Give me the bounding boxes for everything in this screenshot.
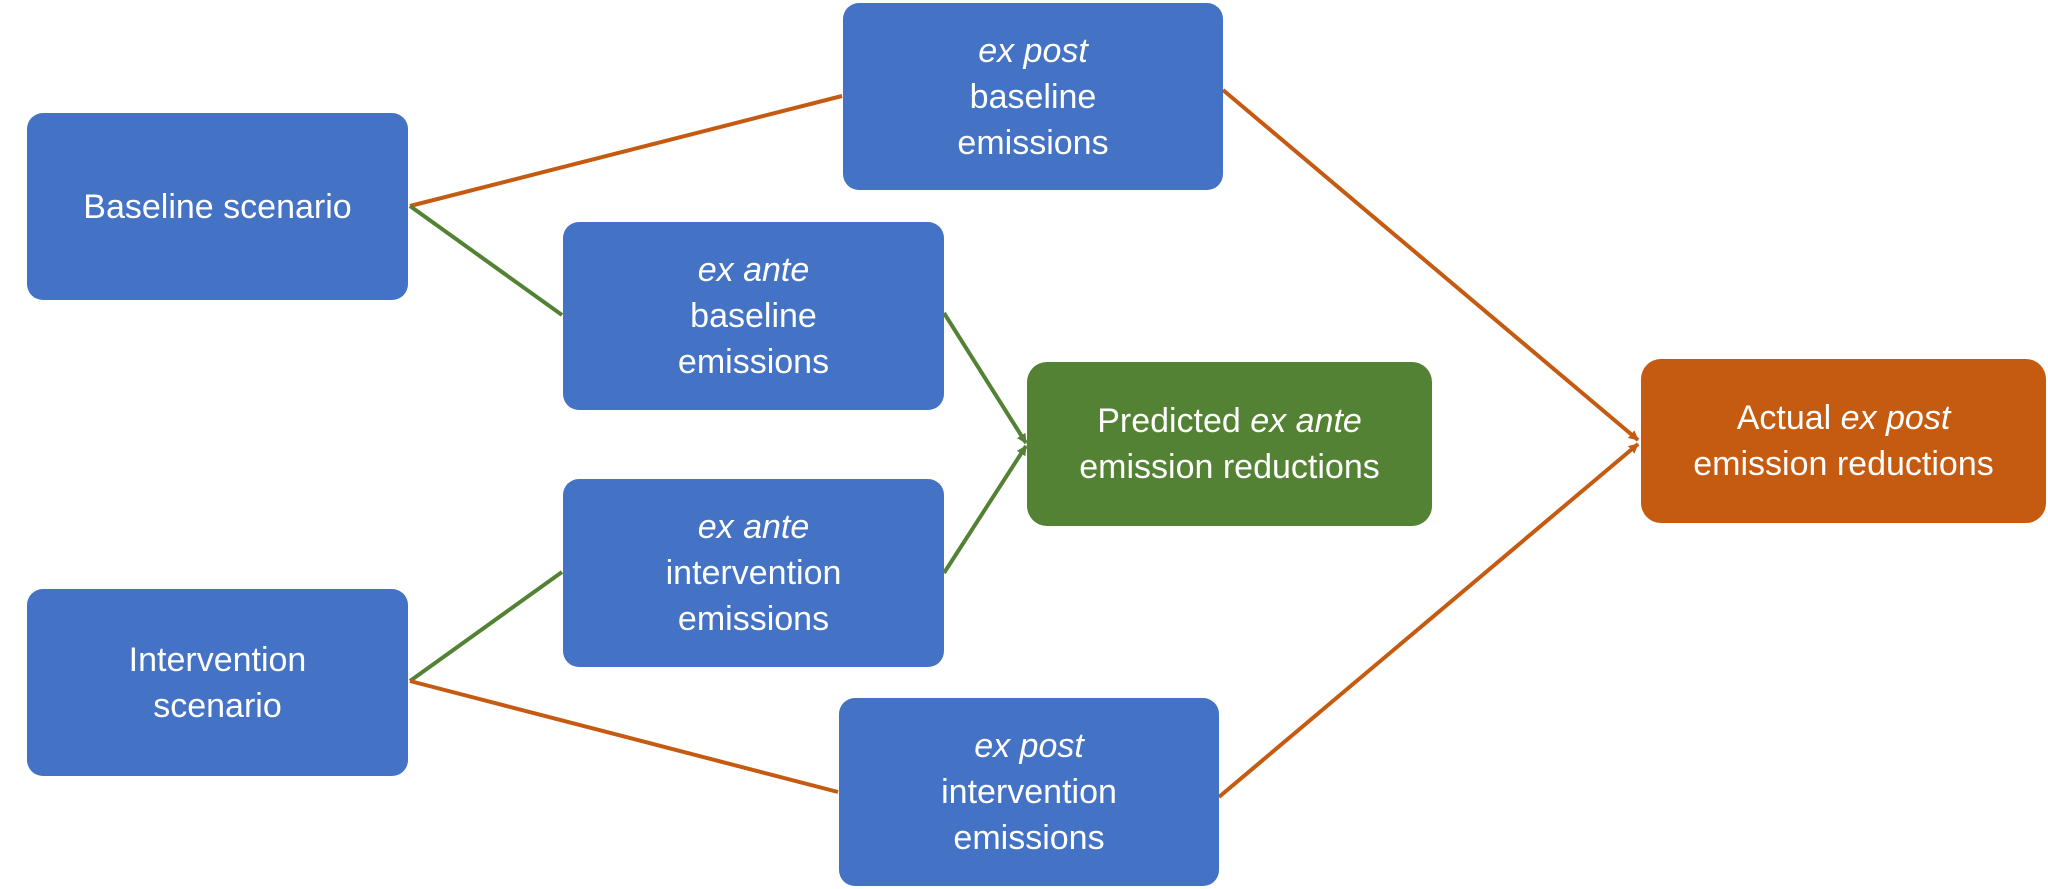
node-intervention-scenario-line1: Intervention [128, 640, 307, 679]
node-baseline-scenario: Baseline scenario [27, 113, 408, 300]
node-predicted-line1: Predicted ex ante [1097, 398, 1362, 444]
node-ex-ante-baseline-line1: ex ante [697, 251, 810, 289]
node-ex-ante-baseline-emissions: ex ante baseline emissions [563, 222, 944, 410]
node-actual-line2: emission reductions [1693, 445, 1994, 483]
node-ex-post-baseline-line3: emissions [957, 123, 1109, 162]
node-ex-post-intervention-emissions: ex post intervention emissions [839, 698, 1219, 886]
node-predicted-ex-ante: ex ante [1250, 402, 1362, 440]
node-ex-ante-intervention-emissions: ex ante intervention emissions [563, 479, 944, 667]
node-ex-ante-intervention-line2: intervention [665, 554, 842, 592]
edge-baseline-scenario-to-ex-ante-baseline [408, 204, 564, 317]
arrow-ex-ante-baseline-to-predicted [942, 311, 1028, 445]
node-predicted-ex-ante-emission-reductions: Predicted ex ante emission reductions [1027, 362, 1432, 526]
node-intervention-scenario: Intervention scenario [27, 589, 408, 776]
node-ex-post-baseline-line1: ex post [978, 31, 1088, 70]
node-predicted-line2: emission reductions [1079, 448, 1380, 486]
arrow-ex-post-baseline-to-actual [1221, 88, 1640, 442]
node-ex-post-intervention-line3: emissions [953, 819, 1105, 857]
node-ex-ante-intervention-line1: ex ante [697, 508, 810, 546]
node-actual-line1: Actual ex post [1737, 395, 1951, 441]
node-ex-ante-baseline-line2: baseline [690, 297, 817, 335]
node-ex-ante-intervention-line3: emissions [677, 600, 830, 638]
arrow-ex-ante-intervention-to-predicted [942, 444, 1028, 575]
node-actual-ex-post: ex post [1840, 399, 1951, 437]
node-ex-post-intervention-line2: intervention [941, 773, 1117, 811]
node-ex-post-baseline-line2: baseline [969, 77, 1097, 116]
node-intervention-scenario-line2: scenario [153, 686, 282, 725]
node-baseline-scenario-label: Baseline scenario [83, 187, 352, 226]
node-ex-ante-baseline-line3: emissions [677, 343, 830, 381]
node-ex-post-intervention-line1: ex post [974, 727, 1084, 765]
arrow-ex-post-intervention-to-actual [1217, 442, 1640, 799]
edge-intervention-scenario-to-ex-post-intervention [409, 679, 839, 794]
edge-baseline-scenario-to-ex-post-baseline [409, 94, 843, 208]
node-actual-ex-post-emission-reductions: Actual ex post emission reductions [1641, 359, 2046, 523]
edge-intervention-scenario-to-ex-ante-intervention [408, 570, 564, 683]
node-actual-word: Actual [1736, 399, 1841, 437]
node-predicted-word: Predicted [1097, 402, 1251, 440]
node-ex-post-baseline-emissions: ex post baseline emissions [843, 3, 1223, 190]
